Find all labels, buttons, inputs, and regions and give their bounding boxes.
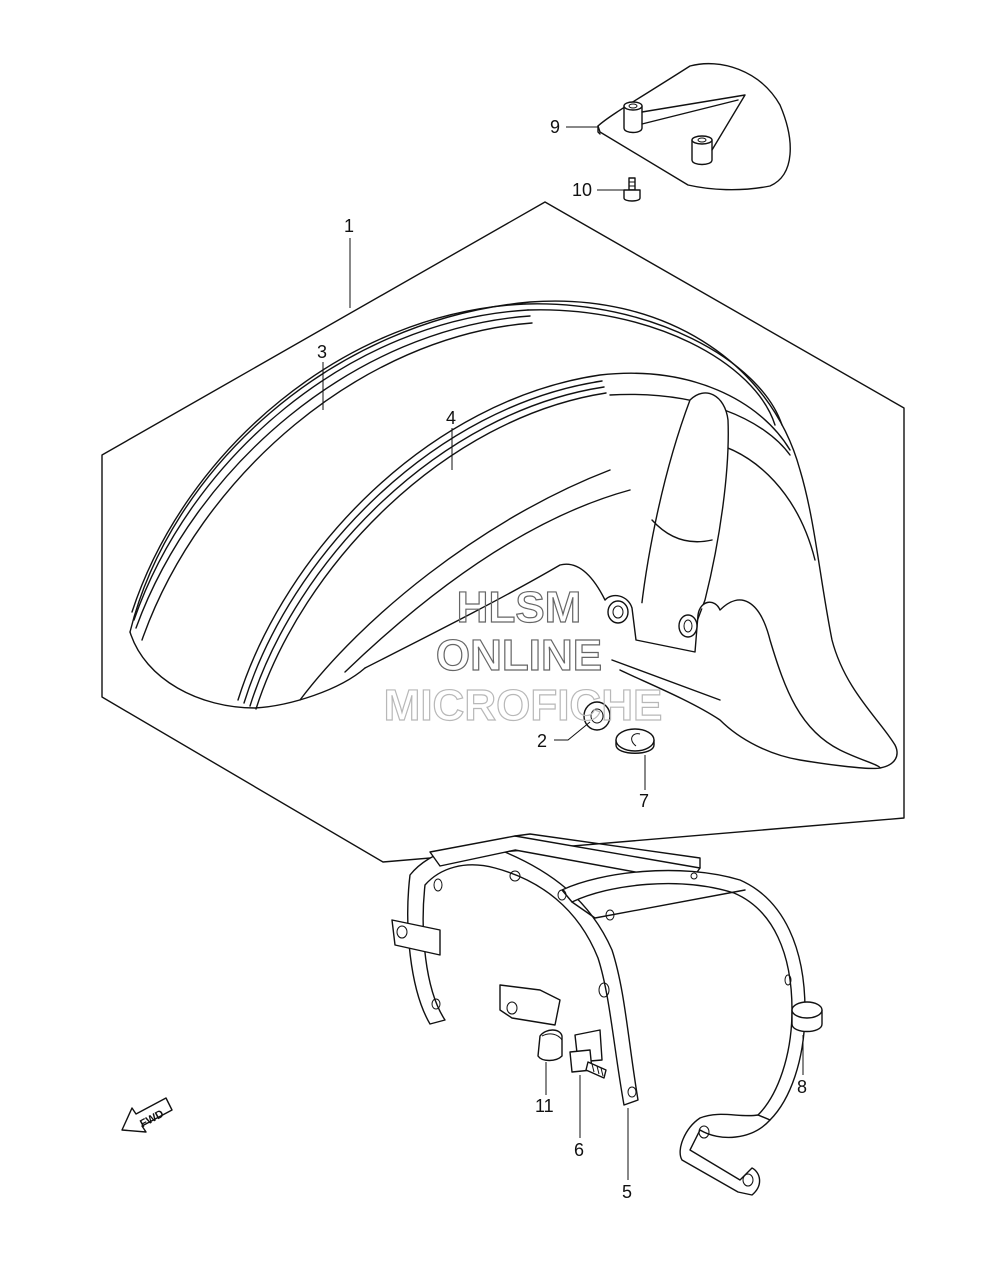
callout-4: 4: [446, 408, 456, 428]
callout-8: 8: [797, 1077, 807, 1097]
callout-6: 6: [574, 1140, 584, 1160]
part-1-front-fender[interactable]: [129, 300, 898, 770]
watermark: HLSM ONLINE MICROFICHE: [383, 582, 663, 730]
callout-2: 2: [537, 731, 547, 751]
part-10-bolt[interactable]: [623, 177, 641, 202]
part-5-fender-brace[interactable]: [391, 833, 806, 1196]
part-9-bracket-plate[interactable]: [597, 62, 791, 191]
part-7-nut[interactable]: [615, 728, 655, 754]
part-2-grommet[interactable]: [583, 701, 611, 731]
fwd-direction-arrow: FWD: [121, 1097, 173, 1133]
callout-9: 9: [550, 117, 560, 137]
part-8-cap[interactable]: [791, 1001, 823, 1033]
callout-11: 11: [535, 1096, 554, 1116]
callout-10: 10: [572, 180, 592, 200]
callout-5: 5: [622, 1182, 632, 1202]
callout-labels: 1 2 3 4 5 6 7 8 9 10 11: [317, 117, 807, 1202]
watermark-line-3: MICROFICHE: [384, 681, 663, 730]
part-6-bolt[interactable]: [569, 1049, 607, 1079]
leader-lines: [322, 126, 804, 1180]
watermark-line-1: HLSM: [457, 583, 582, 632]
callout-7: 7: [639, 791, 649, 811]
assembly-outline: [101, 201, 905, 863]
callout-1: 1: [344, 216, 354, 236]
part-11-cushion[interactable]: [537, 1029, 563, 1062]
callout-3: 3: [317, 342, 327, 362]
watermark-line-2: ONLINE: [436, 631, 602, 680]
